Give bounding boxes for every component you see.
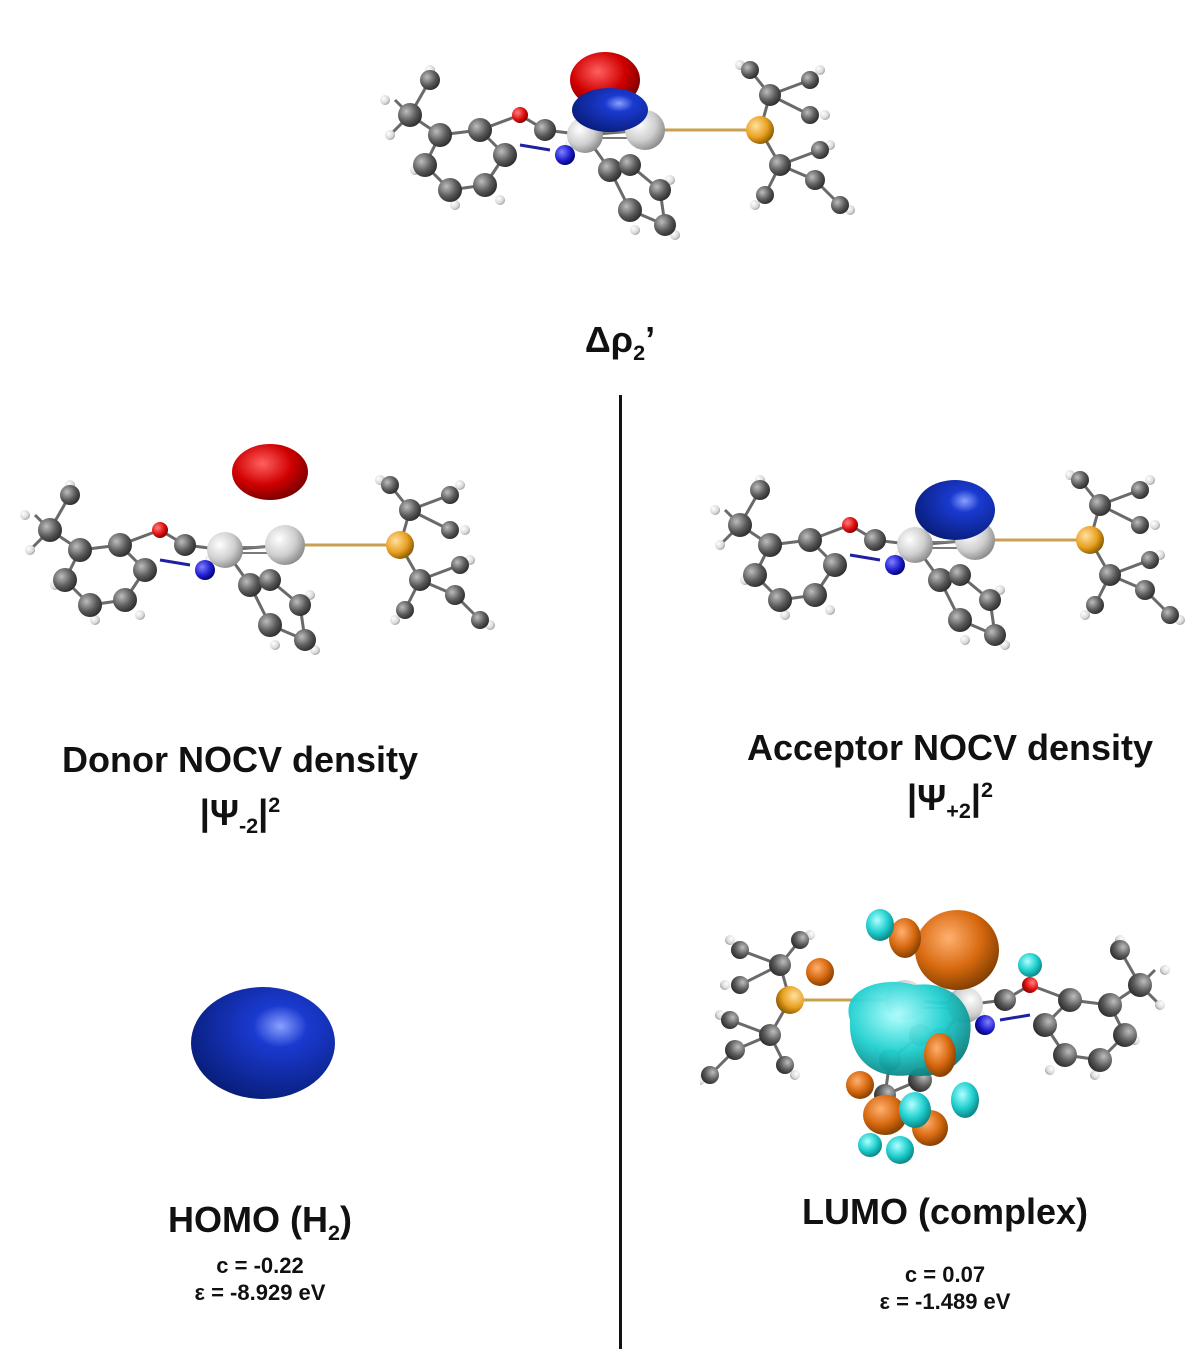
donor-psi: |Ψ-2|2: [199, 792, 281, 839]
homo-title: HOMO (H2): [168, 1199, 352, 1246]
lumo-title: LUMO (complex): [801, 1191, 1088, 1232]
lumo-coefficient: c = 0.07: [904, 1262, 986, 1287]
donor-title: Donor NOCV density: [61, 739, 419, 780]
delta-rho-label: Δρ2’: [584, 319, 656, 366]
acceptor-title: Acceptor NOCV density: [746, 727, 1154, 768]
delta-rho-molecule: [378, 52, 857, 242]
donor-red-lobe: [232, 444, 308, 500]
lumo-complex-orbital: [700, 909, 1172, 1164]
donor-nocv-molecule: [18, 444, 497, 657]
homo-coefficient: c = -0.22: [216, 1253, 304, 1278]
vertical-divider: [619, 395, 622, 1349]
acceptor-blue-lobe: [915, 480, 995, 540]
lumo-energy: ε = -1.489 eV: [879, 1289, 1011, 1314]
blue-density-lobe: [572, 88, 648, 132]
homo-energy: ε = -8.929 eV: [194, 1280, 326, 1305]
acceptor-nocv-molecule: [708, 468, 1187, 652]
lumo-orange-lobe: [915, 910, 999, 990]
acceptor-psi: |Ψ+2|2: [907, 777, 993, 824]
homo-h2-orbital: [191, 987, 335, 1099]
